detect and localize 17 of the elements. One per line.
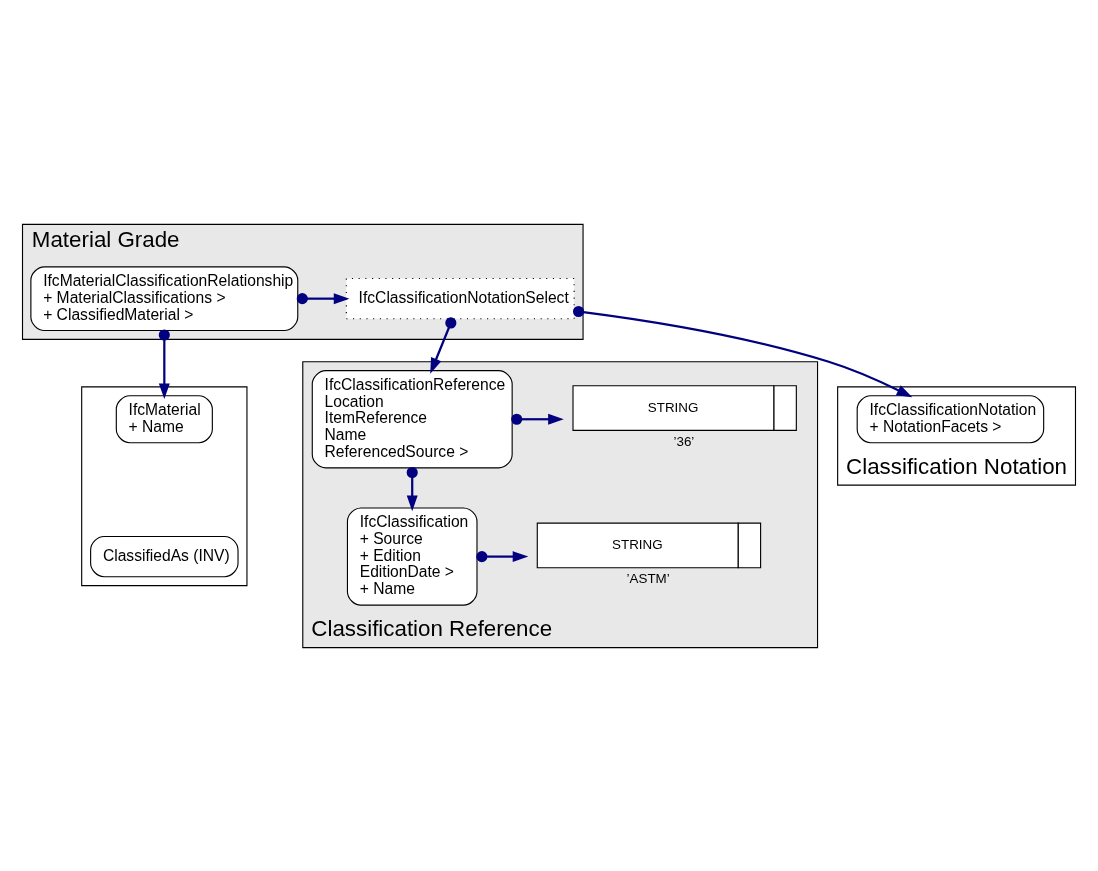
arrow [572, 305, 913, 397]
node-box: IfcClassificationNotation + NotationFacets > [856, 394, 1045, 443]
node-box: ClassifiedAs (INV) [90, 535, 239, 577]
node-label: ’36’ [673, 433, 695, 449]
node-label: ’ASTM’ [626, 570, 670, 586]
arrow [476, 550, 529, 562]
cluster [81, 385, 248, 586]
node-box: IfcMaterial + Name [115, 394, 213, 443]
arrow [296, 292, 350, 304]
arrow [158, 328, 170, 399]
arrow [511, 413, 564, 425]
arrow [406, 466, 418, 511]
node-box: IfcMaterialClassificationRelationship + MaterialClassifications > + ClassifiedMaterial > [30, 265, 299, 331]
arrow [430, 316, 457, 374]
node-box: IfcClassificationReference Location ItemReference Name ReferencedSource > [311, 369, 513, 468]
node-box: IfcClassificationNotationSelect [345, 277, 575, 319]
node-box: IfcClassification + Source + Edition EditionDate > + Name [346, 506, 478, 606]
